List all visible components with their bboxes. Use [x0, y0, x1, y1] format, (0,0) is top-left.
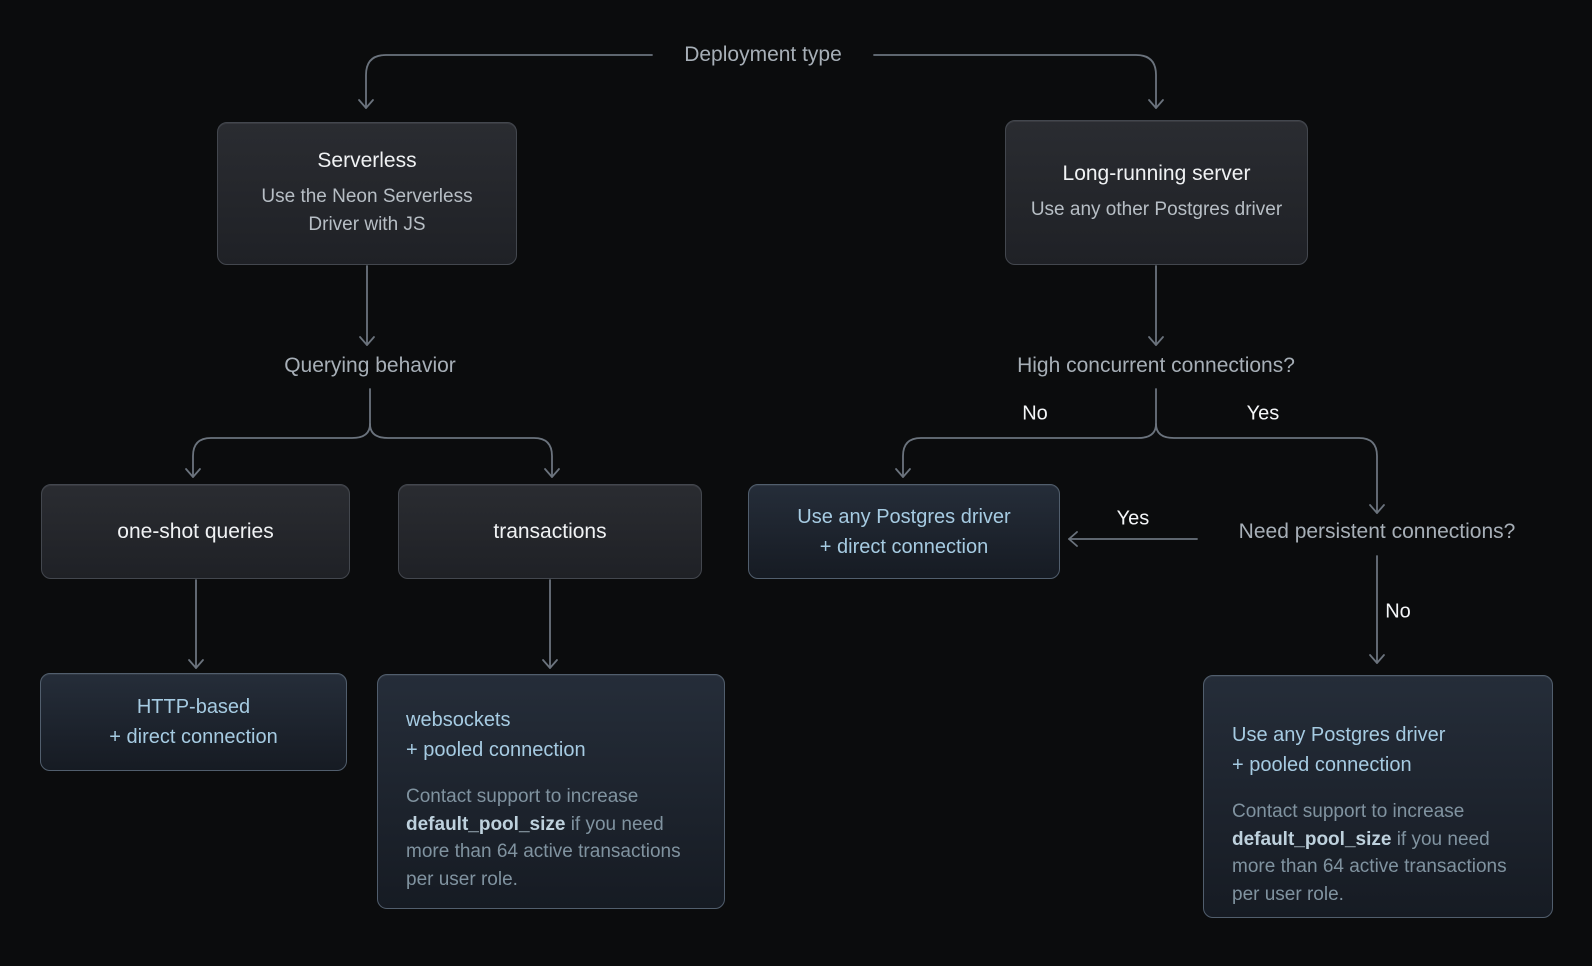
node-http-based: HTTP-based + direct connection — [40, 673, 347, 771]
arrow-serverless-to-querying — [359, 265, 375, 346]
node-transactions: transactions — [398, 484, 702, 579]
node-pooled-connection-note: Contact support to increase default_pool… — [1232, 798, 1526, 908]
node-http-based-line1: HTTP-based — [136, 696, 251, 718]
arrow-persistent-no-to-pooled — [1369, 555, 1385, 664]
arrow-persistent-yes-to-direct — [1068, 531, 1198, 547]
node-long-running-title: Long-running server — [1062, 161, 1251, 185]
arrow-longrunning-to-highconcurrent — [1148, 265, 1164, 346]
high-concurrent-yes-label: Yes — [1246, 402, 1280, 425]
note-pre: Contact support to increase — [406, 786, 639, 807]
node-websockets: websockets + pooled connection Contact s… — [377, 674, 725, 909]
arrow-root-to-long-running — [873, 54, 1164, 109]
node-websockets-note: Contact support to increase default_pool… — [406, 783, 698, 893]
node-one-shot-queries-label: one-shot queries — [117, 519, 274, 543]
note-post: if you need more than 64 active transact… — [406, 813, 681, 890]
node-serverless-title: Serverless — [317, 148, 417, 172]
arrow-transactions-to-websockets — [542, 579, 558, 669]
note-bold-default-pool-size: default_pool_size — [406, 813, 566, 835]
querying-behavior-label: Querying behavior — [284, 354, 456, 377]
node-direct-connection-line1: Use any Postgres driver — [797, 505, 1011, 528]
arrow-oneshot-to-http — [188, 579, 204, 669]
node-websockets-line1: websockets — [406, 709, 511, 731]
node-long-running: Long-running server Use any other Postgr… — [1005, 120, 1308, 265]
arrow-querying-split — [185, 388, 560, 478]
high-concurrent-no-label: No — [1022, 402, 1048, 425]
arrow-root-to-serverless — [358, 54, 653, 109]
need-persistent-label: Need persistent connections? — [1238, 520, 1516, 543]
node-pooled-connection-line1: Use any Postgres driver — [1232, 724, 1446, 746]
node-direct-connection-line2: + direct connection — [819, 535, 989, 558]
need-persistent-no-label: No — [1385, 600, 1411, 623]
node-one-shot-queries: one-shot queries — [41, 484, 350, 579]
node-websockets-line2: + pooled connection — [406, 739, 586, 761]
high-concurrent-label: High concurrent connections? — [1017, 354, 1295, 377]
node-direct-connection: Use any Postgres driver + direct connect… — [748, 484, 1060, 579]
node-serverless-subtitle: Use the Neon Serverless Driver with JS — [261, 185, 473, 235]
node-transactions-label: transactions — [493, 519, 607, 543]
note-pre: Contact support to increase — [1232, 801, 1465, 822]
node-pooled-connection-line2: + pooled connection — [1232, 754, 1412, 776]
note-post: if you need more than 64 active transact… — [1232, 828, 1507, 905]
root-label: Deployment type — [684, 43, 842, 66]
node-pooled-connection: Use any Postgres driver + pooled connect… — [1203, 675, 1553, 918]
node-serverless: Serverless Use the Neon Serverless Drive… — [217, 122, 517, 265]
node-http-based-line2: + direct connection — [109, 726, 278, 748]
node-long-running-subtitle: Use any other Postgres driver — [1030, 198, 1283, 220]
need-persistent-yes-label: Yes — [1116, 507, 1150, 530]
note-bold-default-pool-size: default_pool_size — [1232, 828, 1392, 850]
